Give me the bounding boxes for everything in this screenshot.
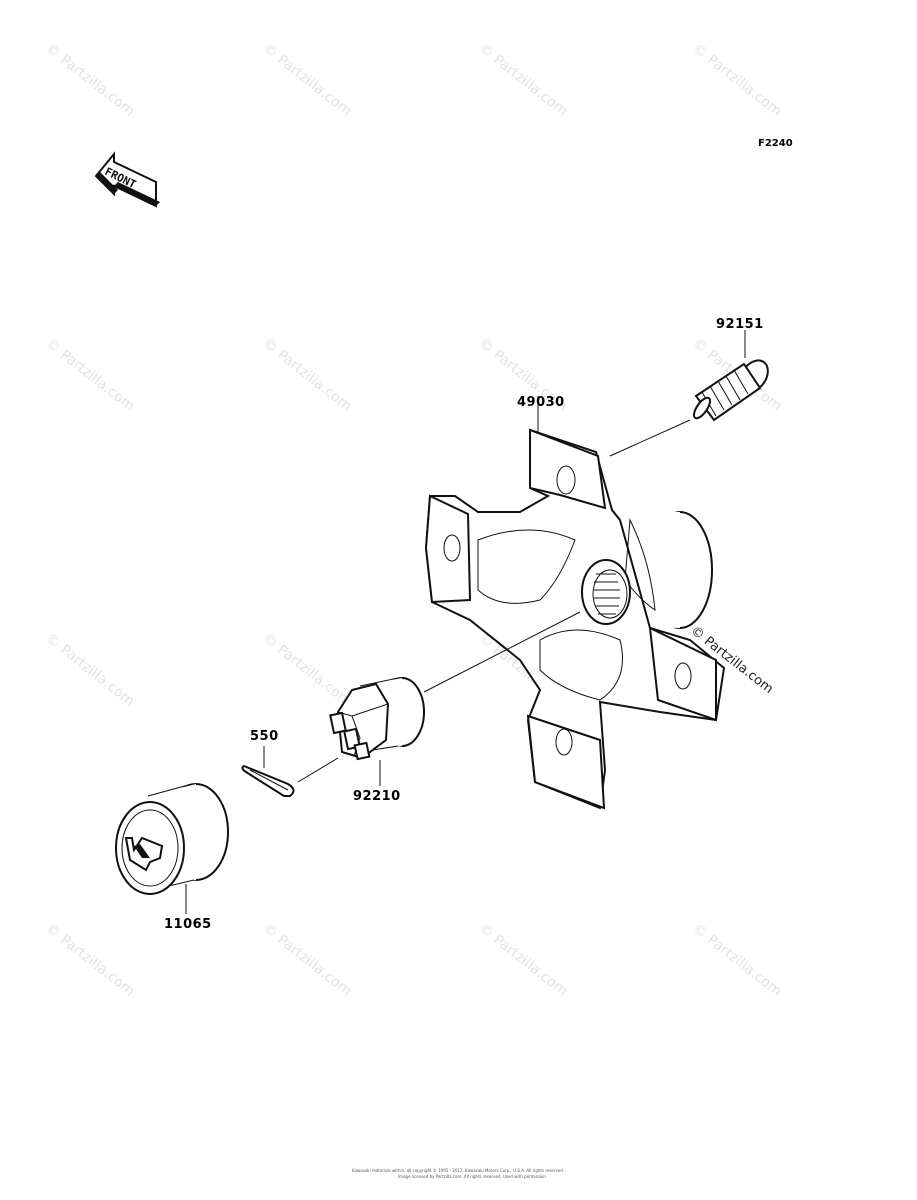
diagram-code: F2240 xyxy=(758,138,793,149)
watermark-text: © Partzilla.com xyxy=(476,921,571,1000)
watermark-text: © Partzilla.com xyxy=(260,921,355,1000)
hub-cap-11065[interactable] xyxy=(115,783,229,914)
watermark-text: © Partzilla.com xyxy=(260,631,355,710)
part-number-11065: 11065 xyxy=(164,917,212,932)
cotter-pin-550[interactable] xyxy=(241,746,295,797)
part-number-92151: 92151 xyxy=(716,317,764,332)
copyright-line-1: Kawasaki materials within, all copyright… xyxy=(352,1168,564,1173)
watermark-text: © Partzilla.com xyxy=(43,41,138,120)
castle-nut-92210[interactable] xyxy=(297,677,425,786)
stud-92151[interactable] xyxy=(609,330,774,457)
part-number-550: 550 xyxy=(250,729,279,744)
watermark-text: © Partzilla.com xyxy=(476,41,571,120)
copyright-line-2: Image licensed by Partzilla.com. All rig… xyxy=(398,1174,547,1179)
watermark-text: © Partzilla.com xyxy=(43,631,138,710)
watermark-text: © Partzilla.com xyxy=(260,336,355,415)
axle-line xyxy=(423,611,581,693)
kawasaki-logo-icon xyxy=(124,836,164,872)
watermark-text: © Partzilla.com xyxy=(260,41,355,120)
watermark-text: © Partzilla.com xyxy=(690,41,785,120)
watermark-text: © Partzilla.com xyxy=(690,921,785,1000)
hub-49030[interactable] xyxy=(424,396,726,810)
watermark-text: © Partzilla.com xyxy=(43,921,138,1000)
front-arrow-icon: FRONT xyxy=(94,151,160,208)
part-number-49030: 49030 xyxy=(517,395,565,410)
part-number-92210: 92210 xyxy=(353,789,401,804)
watermark-text: © Partzilla.com xyxy=(43,336,138,415)
